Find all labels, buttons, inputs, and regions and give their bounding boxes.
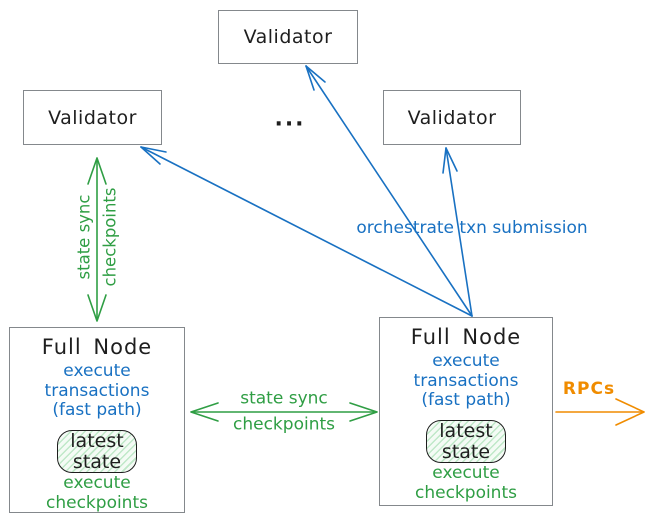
full-node-left-title: Full Node xyxy=(41,335,153,359)
validator-left-label: Validator xyxy=(48,106,137,129)
full-node-right: Full Node execute transactions (fast pat… xyxy=(379,317,553,506)
latest-state-line2: state xyxy=(72,450,122,473)
execute-transactions-label: execute transactions xyxy=(413,351,519,391)
latest-state-line1: latest xyxy=(70,429,124,452)
state-sync-horizontal-arrow xyxy=(190,402,378,422)
validator-right-label: Validator xyxy=(407,106,497,129)
latest-state-box: latest state xyxy=(57,429,137,474)
rpcs-label: RPCs xyxy=(562,379,616,399)
validator-node-right: Validator xyxy=(383,90,521,145)
validator-node-top: Validator xyxy=(218,10,358,64)
validator-node-left: Validator xyxy=(23,90,162,145)
full-node-left: Full Node execute transactions (fast pat… xyxy=(9,327,185,513)
latest-state-line2: state xyxy=(441,440,491,463)
validator-top-label: Validator xyxy=(243,26,333,48)
state-sync-vertical-label: state sync checkpoints xyxy=(74,187,119,287)
execute-checkpoints-label: execute checkpoints xyxy=(415,463,517,504)
state-sync-vertical-arrow xyxy=(87,157,107,322)
execute-checkpoints-label: execute checkpoints xyxy=(46,473,148,514)
fast-path-label: (fast path) xyxy=(421,390,511,411)
latest-state-box: latest state xyxy=(426,419,506,464)
execute-transactions-label: execute transactions xyxy=(44,361,150,401)
validators-ellipsis: ... xyxy=(274,106,306,132)
latest-state-line1: latest xyxy=(439,419,493,442)
fast-path-label: (fast path) xyxy=(52,400,142,421)
rpcs-arrow xyxy=(555,398,645,426)
full-node-right-title: Full Node xyxy=(410,325,522,349)
orchestrate-arrows xyxy=(140,65,473,317)
state-sync-horizontal-label: state sync checkpoints xyxy=(233,388,335,435)
orchestrate-txn-submission-label: orchestrate txn submission xyxy=(356,218,588,238)
